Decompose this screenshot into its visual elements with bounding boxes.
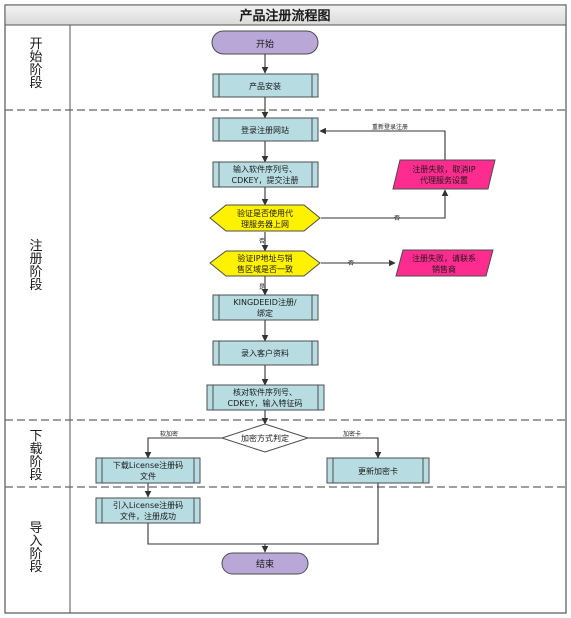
svg-text:结束: 结束 xyxy=(256,558,274,570)
node-start: 开始 xyxy=(211,30,319,55)
svg-text:核对软件序列号、: 核对软件序列号、 xyxy=(233,387,297,397)
svg-text:阶: 阶 xyxy=(29,547,42,562)
svg-text:加密方式判定: 加密方式判定 xyxy=(241,433,289,443)
svg-text:CDKEY，提交注册: CDKEY，提交注册 xyxy=(232,175,299,185)
node-fail-ip: 注册失败，请联系 销售商 xyxy=(395,249,494,277)
svg-text:代理服务设置: 代理服务设置 xyxy=(420,175,468,185)
svg-text:录入客户资料: 录入客户资料 xyxy=(241,348,289,358)
svg-text:段: 段 xyxy=(29,278,42,293)
node-install: 产品安装 xyxy=(212,73,319,98)
phase-label-download: 下 载 阶 段 xyxy=(29,429,42,483)
edge-encrypt-updatecard xyxy=(308,437,382,459)
svg-text:重新登录注册: 重新登录注册 xyxy=(372,123,408,131)
svg-text:引入License注册码: 引入License注册码 xyxy=(113,500,183,510)
svg-text:验证是否使用代: 验证是否使用代 xyxy=(237,208,293,218)
node-verify-ip: 验证IP地址与销 售区域是否一致 xyxy=(209,250,321,277)
svg-text:开始: 开始 xyxy=(256,38,274,50)
svg-text:软加密: 软加密 xyxy=(160,430,178,438)
connectors xyxy=(144,54,449,553)
svg-text:导: 导 xyxy=(29,521,42,536)
svg-text:产品安装: 产品安装 xyxy=(249,81,281,91)
svg-text:段: 段 xyxy=(29,560,42,575)
node-customer-info: 录入客户资料 xyxy=(212,340,319,366)
svg-text:段: 段 xyxy=(29,468,42,483)
svg-text:下: 下 xyxy=(29,429,42,444)
svg-text:验证IP地址与销: 验证IP地址与销 xyxy=(237,253,292,263)
node-end: 结束 xyxy=(221,552,309,575)
svg-text:入: 入 xyxy=(29,534,42,549)
svg-text:销售商: 销售商 xyxy=(432,264,456,274)
svg-text:CDKEY，输入特征码: CDKEY，输入特征码 xyxy=(228,398,303,408)
svg-text:否: 否 xyxy=(348,260,354,267)
node-download-license: 下载License注册码 文件 xyxy=(95,457,201,484)
svg-text:登录注册网站: 登录注册网站 xyxy=(241,125,289,135)
svg-text:KINGDEEID注册/: KINGDEEID注册/ xyxy=(233,297,297,307)
svg-text:册: 册 xyxy=(29,252,42,267)
node-encrypt: 加密方式判定 xyxy=(220,423,310,453)
svg-text:文件: 文件 xyxy=(140,471,156,481)
node-input-serial: 输入软件序列号、 CDKEY，提交注册 xyxy=(212,161,319,188)
svg-text:是: 是 xyxy=(259,284,265,291)
svg-text:注册失败，取消IP: 注册失败，取消IP xyxy=(412,164,475,174)
svg-text:始: 始 xyxy=(29,50,42,65)
edge-verify1-failproxy xyxy=(321,189,449,219)
svg-text:阶: 阶 xyxy=(29,63,42,78)
svg-text:段: 段 xyxy=(29,76,42,91)
svg-text:输入软件序列号、: 输入软件序列号、 xyxy=(233,164,297,174)
edge-encrypt-download xyxy=(144,437,222,459)
node-login: 登录注册网站 xyxy=(212,117,319,142)
edge-labels: 重新登录注册 否 否 否 是 软加密 加密卡 xyxy=(160,123,408,438)
svg-text:阶: 阶 xyxy=(29,265,42,280)
svg-text:绑定: 绑定 xyxy=(257,308,273,318)
edge-failproxy-login xyxy=(319,127,446,160)
svg-text:文件，注册成功: 文件，注册成功 xyxy=(120,511,176,521)
phase-label-start: 开 始 阶 段 xyxy=(29,37,42,91)
node-update-card: 更新加密卡 xyxy=(326,457,430,484)
title-band xyxy=(4,4,567,26)
node-verify-proxy: 验证是否使用代 理服务器上网 xyxy=(209,204,321,232)
svg-text:阶: 阶 xyxy=(29,455,42,470)
edge-import-end xyxy=(147,523,269,553)
phase-label-import: 导 入 阶 段 xyxy=(29,521,42,575)
edge-updatecard-end xyxy=(265,483,379,545)
svg-text:注册失败，请联系: 注册失败，请联系 xyxy=(412,253,476,263)
svg-text:否: 否 xyxy=(259,238,265,245)
svg-text:载: 载 xyxy=(29,442,42,457)
svg-text:否: 否 xyxy=(394,215,400,222)
node-check-serial: 核对软件序列号、 CDKEY，输入特征码 xyxy=(206,384,325,411)
svg-text:售区域是否一致: 售区域是否一致 xyxy=(237,264,293,274)
phase-label-register: 注 册 阶 段 xyxy=(29,239,42,293)
svg-text:更新加密卡: 更新加密卡 xyxy=(358,466,398,476)
svg-text:注: 注 xyxy=(29,239,42,254)
node-fail-proxy: 注册失败，取消IP 代理服务设置 xyxy=(392,159,496,190)
diagram-title: 产品注册流程图 xyxy=(239,8,330,24)
svg-text:加密卡: 加密卡 xyxy=(343,430,361,438)
svg-text:理服务器上网: 理服务器上网 xyxy=(241,219,289,229)
svg-text:下载License注册码: 下载License注册码 xyxy=(113,460,183,470)
node-import-license: 引入License注册码 文件，注册成功 xyxy=(95,497,201,524)
svg-text:开: 开 xyxy=(29,37,42,52)
node-kingdee-bind: KINGDEEID注册/ 绑定 xyxy=(212,294,319,321)
